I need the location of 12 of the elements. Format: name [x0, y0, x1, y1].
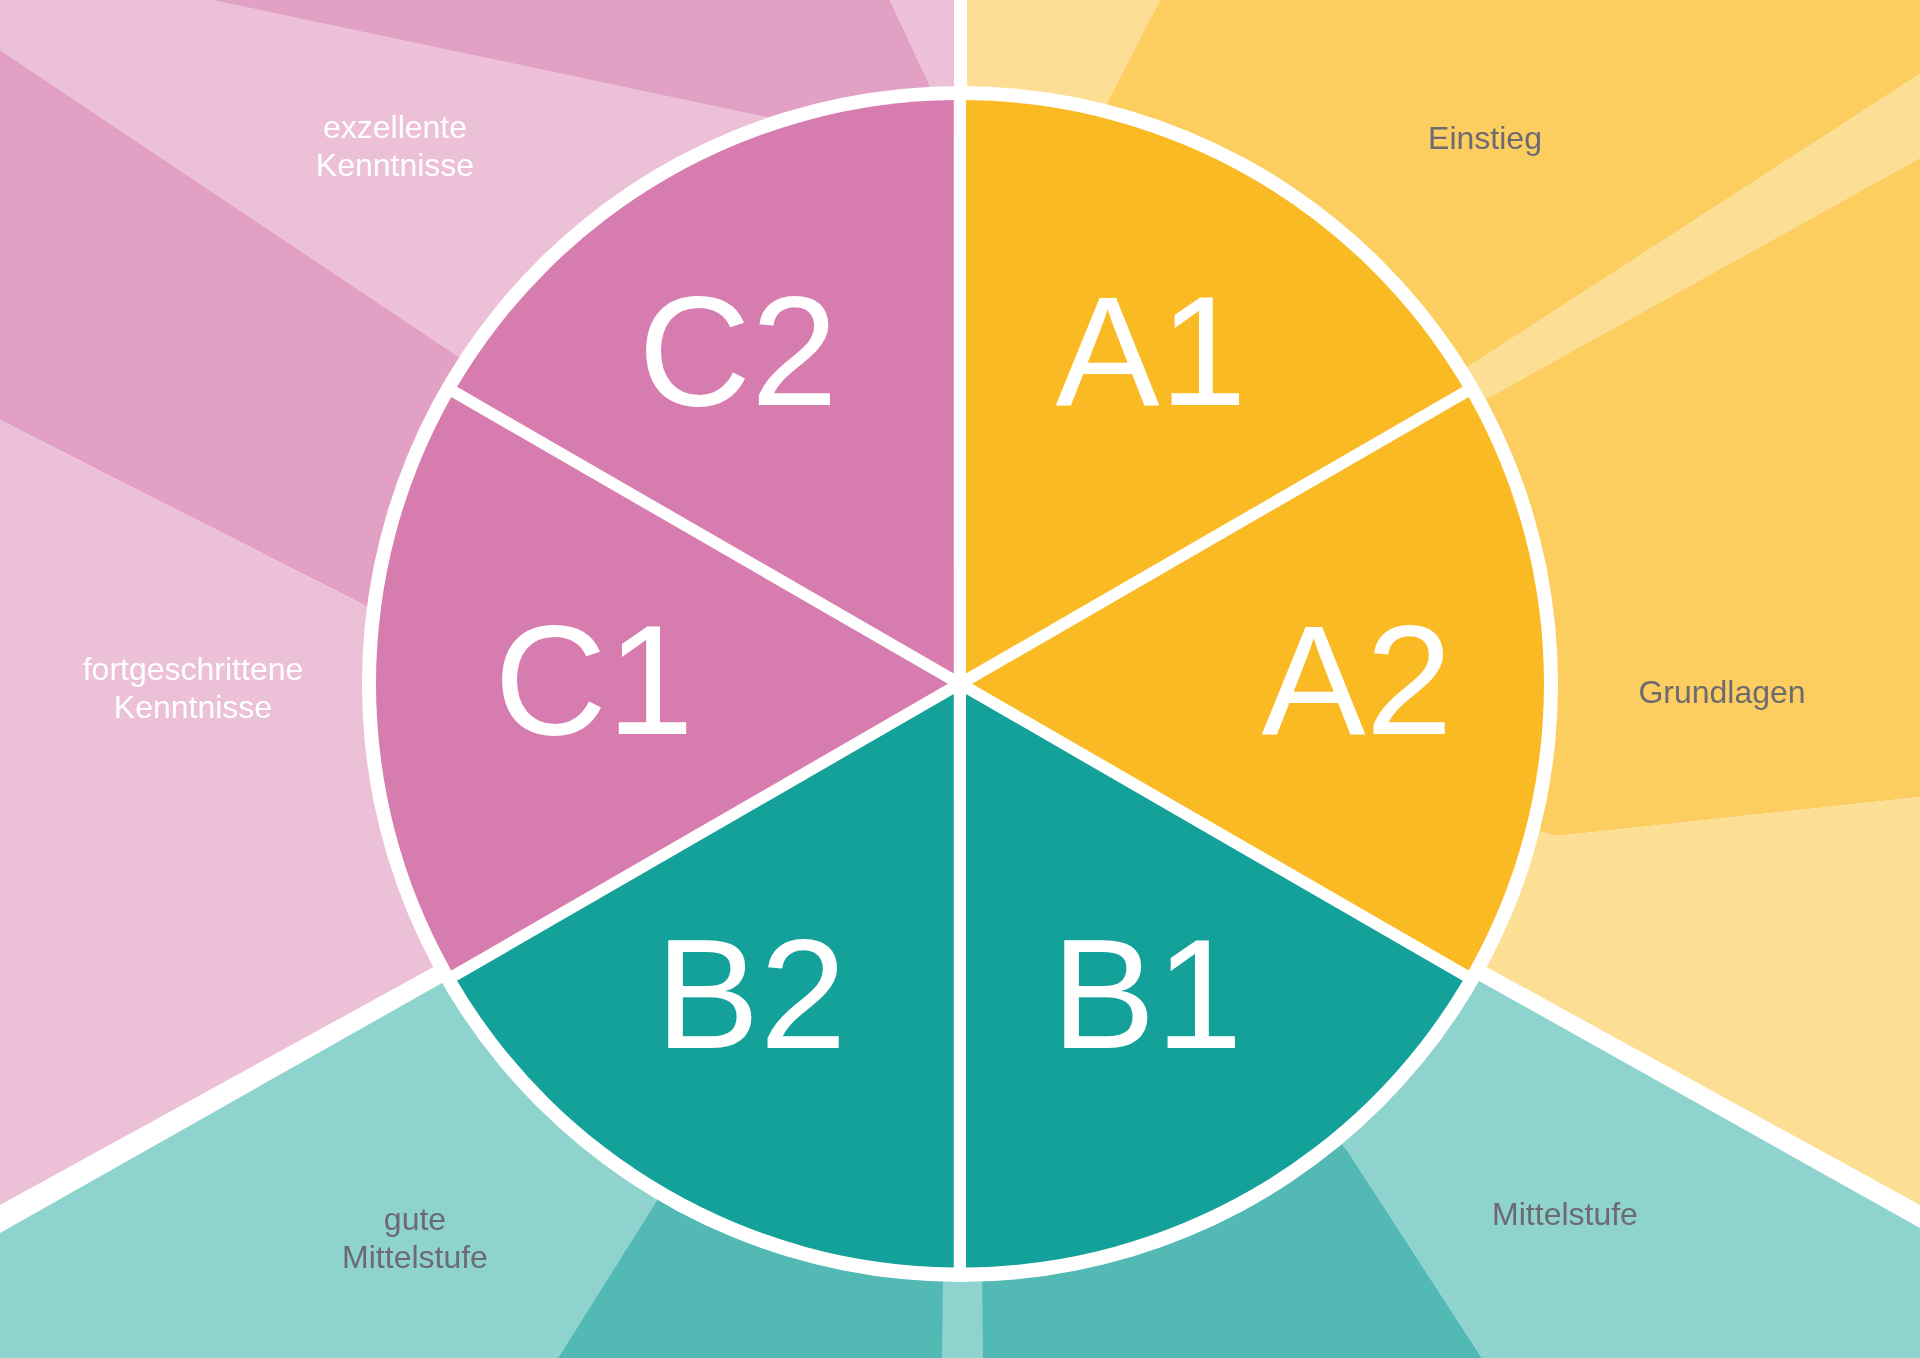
level-description: exzellente Kenntnisse: [315, 108, 475, 184]
level-code: C2: [638, 273, 838, 429]
level-description: Grundlagen: [1638, 673, 1806, 711]
level-code: C1: [494, 602, 694, 758]
level-code: A1: [1055, 273, 1247, 429]
level-description: fortgeschrittene Kenntnisse: [82, 650, 304, 726]
level-code: B1: [1051, 916, 1243, 1072]
level-code: B2: [655, 916, 847, 1072]
level-description: gute Mittelstufe: [342, 1200, 488, 1276]
level-code: A2: [1261, 602, 1453, 758]
level-description: Mittelstufe: [1492, 1195, 1638, 1233]
level-description: Einstieg: [1428, 119, 1542, 157]
